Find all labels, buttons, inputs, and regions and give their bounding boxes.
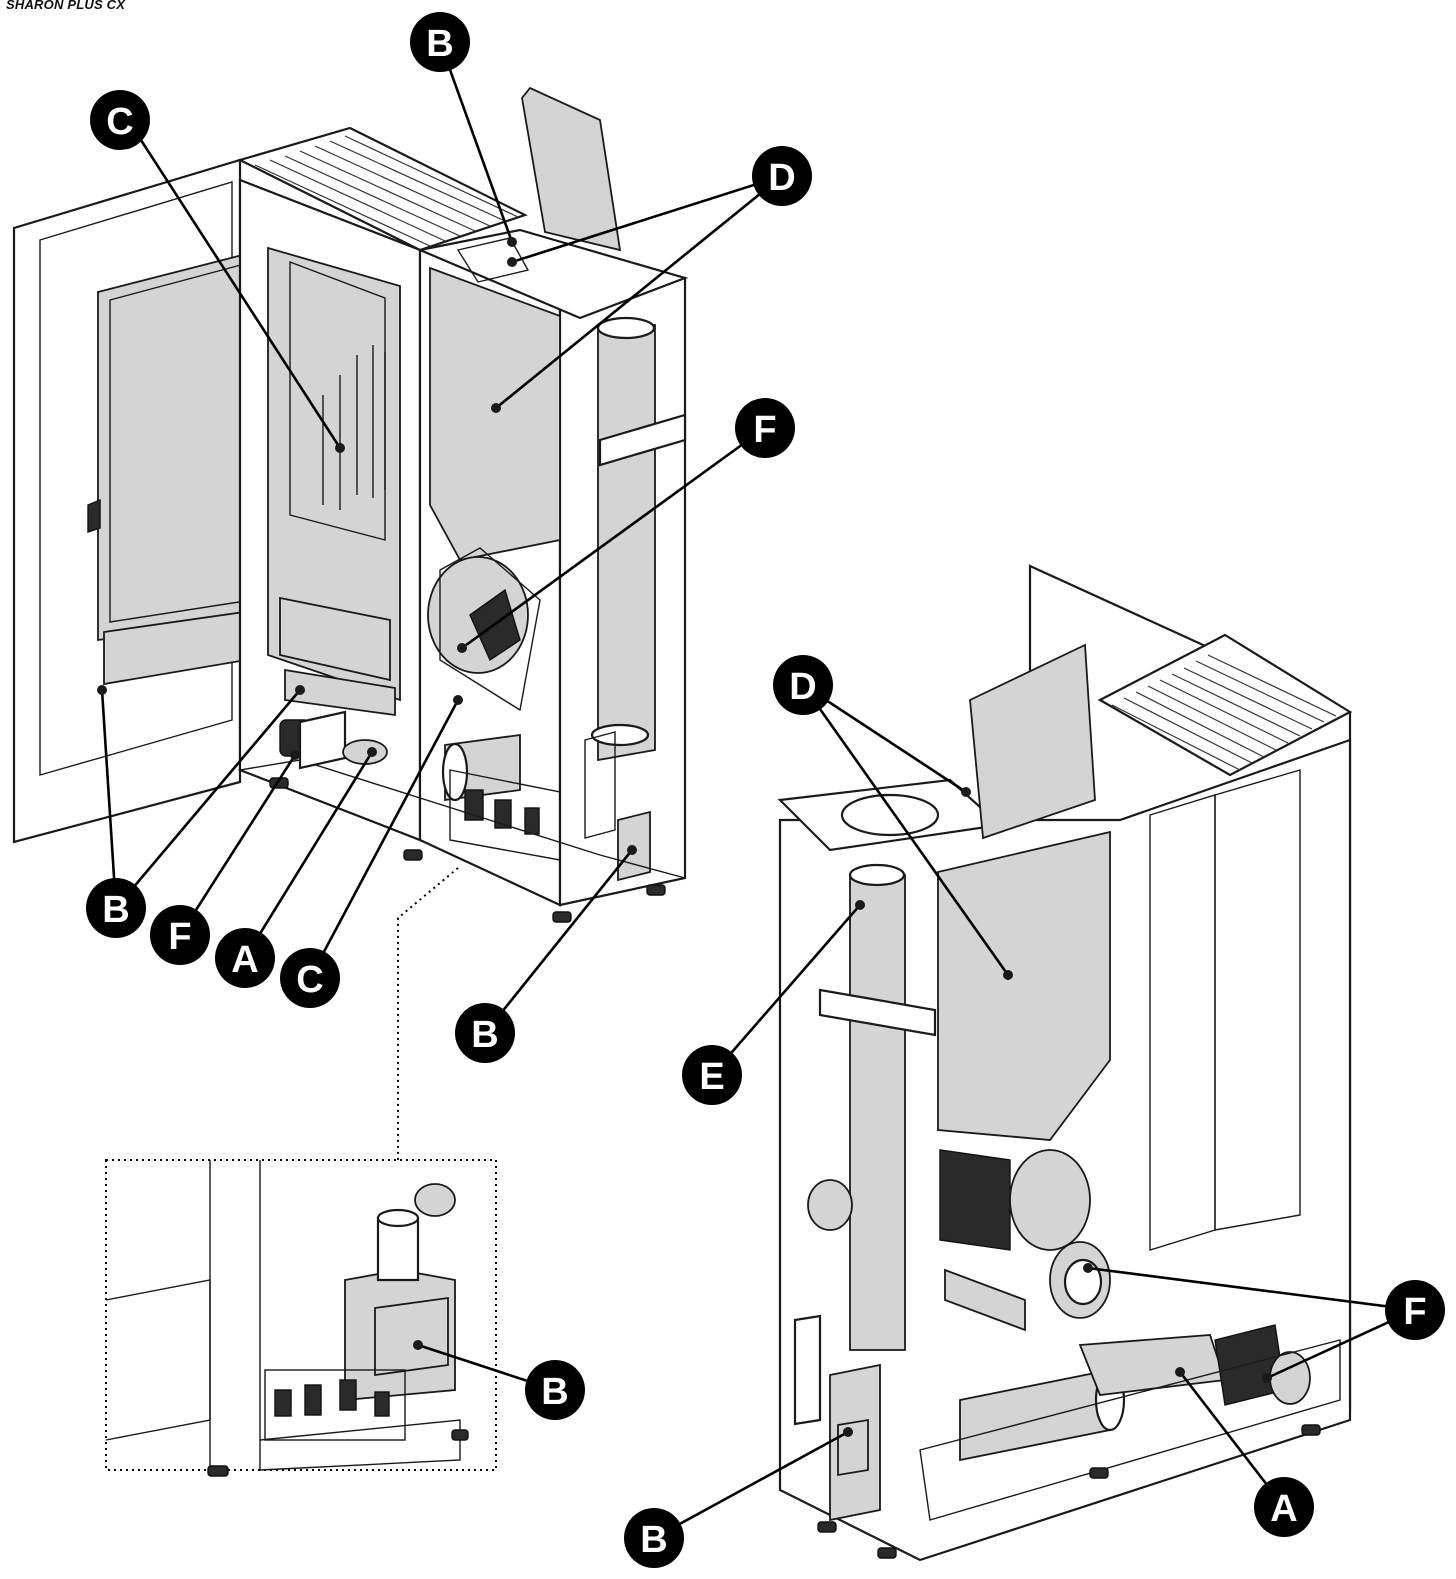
svg-text:F: F xyxy=(753,409,776,451)
svg-text:D: D xyxy=(768,157,795,199)
rear-fan-assembly xyxy=(939,1149,1111,1319)
inset-frame xyxy=(105,1159,497,1471)
smoke-pipe-rear xyxy=(849,874,906,1351)
svg-text:F: F xyxy=(168,916,191,958)
top-cooling-fins xyxy=(236,126,528,252)
callout-d-right: D xyxy=(773,655,833,715)
callout-a-left: A xyxy=(215,928,275,988)
combustion-fan-assembly xyxy=(427,547,541,712)
svg-text:B: B xyxy=(426,23,453,65)
rear-pellet-hopper xyxy=(937,830,1111,1141)
inset-connector xyxy=(397,867,459,1160)
svg-text:B: B xyxy=(640,1519,667,1561)
pellet-hopper xyxy=(429,266,561,562)
rear-cooling-fins xyxy=(1097,633,1353,777)
svg-text:A: A xyxy=(1270,1488,1297,1530)
leader-dots xyxy=(97,237,1272,1437)
callout-b-right: B xyxy=(624,1508,684,1568)
callout-c-top: C xyxy=(90,90,150,150)
inset-electronic-boards xyxy=(264,1369,406,1441)
svg-text:C: C xyxy=(296,959,323,1001)
document-title: SHARON PLUS CX xyxy=(6,0,126,12)
callout-a-right: A xyxy=(1254,1477,1314,1537)
svg-text:B: B xyxy=(541,1371,568,1413)
feed-motor-rear xyxy=(1214,1324,1311,1406)
callout-f-left: F xyxy=(150,905,210,965)
hopper-lid xyxy=(521,86,622,252)
svg-text:E: E xyxy=(699,1056,724,1098)
inset-detail xyxy=(105,867,497,1477)
callout-b-mid: B xyxy=(455,1003,515,1063)
callout-b-left: B xyxy=(86,878,146,938)
rear-hopper-lid xyxy=(969,643,1096,840)
combustion-chamber xyxy=(267,246,401,702)
callout-f-top: F xyxy=(735,398,795,458)
door-glass xyxy=(97,248,263,642)
callout-c-left: C xyxy=(280,948,340,1008)
front-view-stove xyxy=(12,86,689,923)
svg-text:C: C xyxy=(106,101,133,143)
callout-d-top: D xyxy=(752,146,812,206)
top-plate xyxy=(416,228,689,320)
leader-lines xyxy=(100,41,1416,1540)
svg-text:F: F xyxy=(1403,1291,1426,1333)
svg-text:B: B xyxy=(102,889,129,931)
chamber-rods xyxy=(322,345,386,510)
callout-b-top: B xyxy=(410,12,470,72)
svg-text:A: A xyxy=(231,939,258,981)
svg-text:B: B xyxy=(471,1014,498,1056)
rear-view-stove xyxy=(777,564,1353,1562)
svg-text:D: D xyxy=(789,666,816,708)
callout-f-right: F xyxy=(1385,1280,1445,1340)
callout-e-right: E xyxy=(682,1045,742,1105)
callout-b-inset: B xyxy=(525,1360,585,1420)
electronic-boards xyxy=(449,769,561,861)
